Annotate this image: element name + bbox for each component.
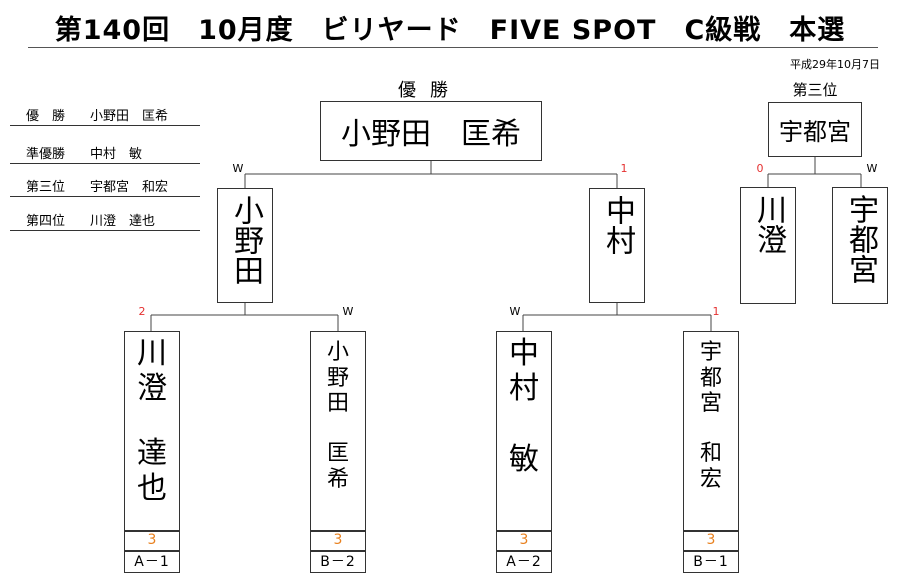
player-name-char: 宇 — [699, 340, 722, 365]
semi-right-bottom-score: 1 — [712, 305, 720, 318]
block-label-b1: B－1 — [683, 551, 739, 573]
player-name-char: 野 — [326, 365, 349, 391]
summary-rank: 準優勝 — [26, 147, 66, 162]
champion-label: 優勝 — [398, 80, 462, 101]
summary-name: 中村 敏 — [90, 147, 143, 162]
summary-row: 準優勝 中村 敏 — [10, 141, 200, 164]
cell-score-b2: 3 — [310, 531, 366, 551]
player-name-char: 田 — [326, 391, 349, 417]
event-date: 平成29年10月7日 — [790, 58, 880, 71]
player-box-a1: 川 澄 達 也 — [124, 331, 180, 531]
cell-score-b1: 3 — [683, 531, 739, 551]
player-name-char: 宮 — [699, 391, 722, 417]
finalist-left-name: 小野田 — [228, 195, 263, 285]
final-left-score: W — [232, 162, 244, 175]
summary-name: 川澄 達也 — [90, 214, 156, 229]
final-right-score: 1 — [620, 162, 628, 175]
player-name-char: 達 — [137, 436, 167, 472]
semi-left-top-score: 2 — [138, 305, 146, 318]
third-place-box: 宇都宮 — [768, 102, 862, 157]
finalist-left-box: 小野田 — [217, 188, 273, 303]
player-name-char: 村 — [509, 371, 539, 407]
player-name-char: 敏 — [509, 442, 539, 478]
player-name-char: 中 — [509, 336, 539, 371]
third-left-name: 川澄 — [751, 194, 786, 254]
finalist-right-name: 中村 — [600, 195, 635, 255]
summary-rank: 優 勝 — [26, 109, 66, 124]
champion-name: 小野田 匡希 — [341, 117, 521, 152]
third-right-score: W — [866, 162, 878, 175]
player-name-char: 希 — [326, 466, 349, 492]
player-box-b1: 宇 都 宮 和 宏 — [683, 331, 739, 531]
summary-rank: 第三位 — [26, 180, 66, 195]
champion-box: 小野田 匡希 — [320, 101, 542, 161]
block-label-a2: A－2 — [496, 551, 552, 573]
player-name-char: 小 — [326, 340, 349, 365]
player-name-char: 和 — [699, 441, 722, 467]
title-divider — [28, 47, 878, 48]
player-name-char: 匡 — [326, 441, 349, 467]
player-name-char: 澄 — [137, 371, 167, 407]
block-label-a1: A－1 — [124, 551, 180, 573]
player-box-a2: 中 村 敏 — [496, 331, 552, 531]
player-box-b2: 小 野 田 匡 希 — [310, 331, 366, 531]
third-right-name: 宇都宮 — [843, 194, 878, 284]
semi-left-bottom-score: W — [342, 305, 354, 318]
third-left-box: 川澄 — [740, 187, 796, 304]
player-name-char: 也 — [137, 471, 167, 507]
player-name-char: 川 — [137, 336, 167, 371]
semi-right-top-score: W — [509, 305, 521, 318]
player-name-char: 宏 — [699, 466, 722, 492]
finalist-right-box: 中村 — [589, 188, 645, 303]
page-title: 第140回 10月度 ビリヤード FIVE SPOT C級戦 本選 — [54, 15, 846, 46]
summary-row: 第三位 宇都宮 和宏 — [10, 174, 200, 197]
summary-name: 小野田 匡希 — [90, 109, 169, 124]
summary-row: 第四位 川澄 達也 — [10, 208, 200, 231]
third-place-label: 第三位 — [792, 81, 838, 99]
player-name-char: 都 — [699, 365, 722, 391]
third-left-score: 0 — [756, 162, 764, 175]
third-right-box: 宇都宮 — [832, 187, 888, 304]
third-place-name: 宇都宮 — [779, 118, 851, 146]
summary-rank: 第四位 — [26, 214, 66, 229]
cell-score-a2: 3 — [496, 531, 552, 551]
summary-name: 宇都宮 和宏 — [90, 180, 169, 195]
summary-row: 優 勝 小野田 匡希 — [10, 103, 200, 126]
block-label-b2: B－2 — [310, 551, 366, 573]
cell-score-a1: 3 — [124, 531, 180, 551]
